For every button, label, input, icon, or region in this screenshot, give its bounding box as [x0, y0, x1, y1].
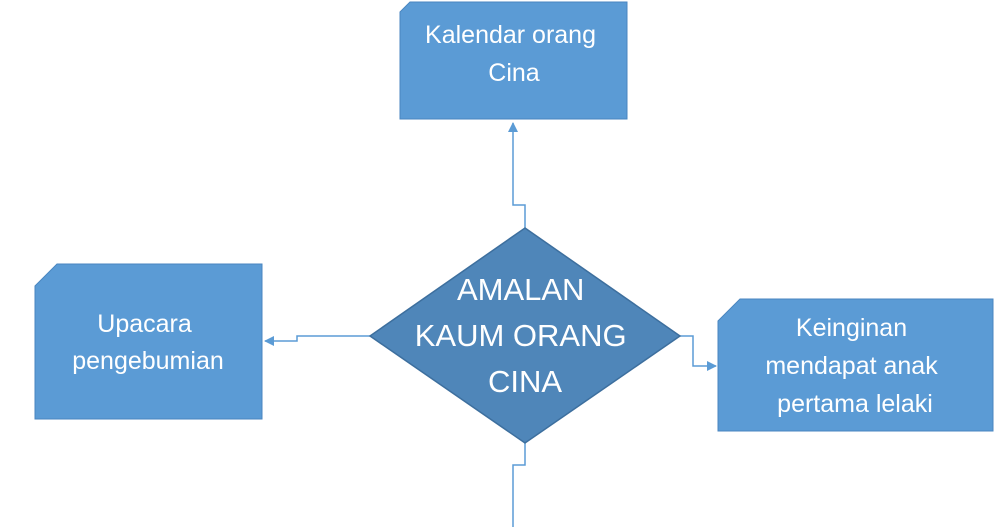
right-box-line-1: Keinginan	[796, 314, 907, 342]
svg-text:Keinginan mendapat anak: Keinginan mendapat anak pertama lelaki	[765, 314, 944, 418]
right-box-shape	[717, 298, 994, 432]
top-box: Kalendar orang Cina	[399, 1, 628, 120]
connector-to-top-box	[508, 122, 526, 228]
center-diamond-shape	[368, 227, 682, 444]
top-box-shape	[399, 1, 628, 120]
top-box-line-1: Kalendar orang	[425, 21, 596, 49]
left-box-line-2: pengebumian	[72, 347, 224, 375]
right-box-line-2: mendapat anak	[765, 352, 938, 380]
top-box-line-2: Cina	[488, 59, 540, 87]
svg-text:AMALAN KAUM ORANG: AMALAN KAUM ORANG CINA	[415, 272, 635, 399]
connector-downward	[512, 443, 526, 527]
center-line-1: AMALAN	[457, 272, 584, 307]
svg-text:Upacara pengebumian: Upacara pengebumian	[72, 310, 224, 375]
left-box-line-1: Upacara	[97, 310, 192, 338]
connector-to-right-box	[680, 335, 717, 371]
right-box: Keinginan mendapat anak pertama lelaki	[717, 298, 994, 432]
left-box: Upacara pengebumian	[34, 263, 263, 420]
right-box-line-3: pertama lelaki	[777, 390, 933, 418]
connector-to-left-box	[264, 335, 370, 346]
left-box-shape	[34, 263, 263, 420]
svg-text:Kalendar orang Cina: Kalendar orang Cina	[425, 21, 603, 87]
center-line-3: CINA	[488, 364, 562, 399]
center-line-2: KAUM ORANG	[415, 318, 627, 353]
center-diamond: AMALAN KAUM ORANG CINA	[368, 227, 682, 444]
